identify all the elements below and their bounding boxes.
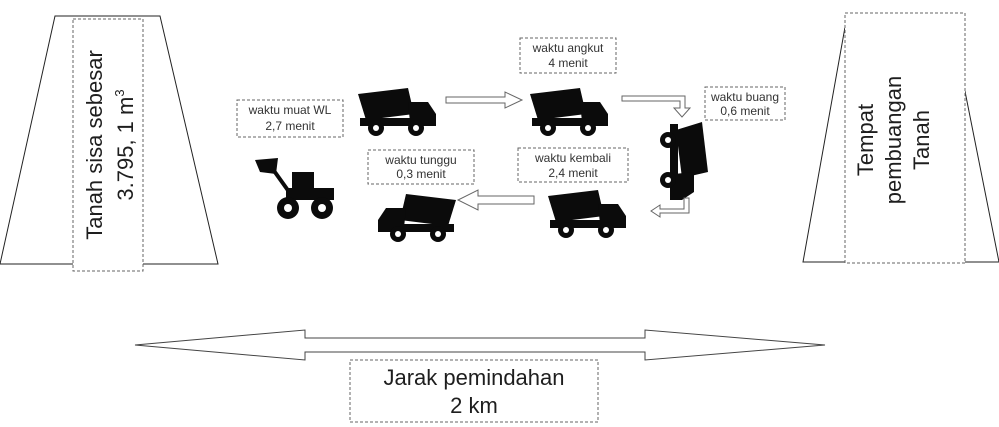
distance-label: Jarak pemindahan 2 km xyxy=(349,359,599,423)
dump-site-label-line2: pembuangan xyxy=(881,76,906,204)
return-time-label: waktu kembali 2,4 menit xyxy=(517,147,629,183)
from-dump-arrow xyxy=(650,197,690,218)
source-soil-pile: Tanah sisa sebesar 3.795, 1 m3 xyxy=(0,15,219,272)
wait-time-value: 0,3 menit xyxy=(396,167,446,181)
haul-time-value: 4 menit xyxy=(548,56,588,70)
return-time-title: waktu kembali xyxy=(534,151,611,165)
dump-time-value: 0,6 menit xyxy=(720,104,770,118)
distance-arrow xyxy=(134,329,826,361)
dump-truck-icon xyxy=(358,88,436,136)
haul-arrow xyxy=(445,91,524,109)
dump-time-title: waktu buang xyxy=(710,90,779,104)
load-time-label: waktu muat WL 2,7 menit xyxy=(236,99,344,138)
dump-truck-icon xyxy=(530,88,608,136)
source-pile-label-line1: Tanah sisa sebesar xyxy=(82,50,107,240)
wheel-loader-icon xyxy=(255,158,334,219)
distance-value: 2 km xyxy=(450,393,498,418)
return-time-value: 2,4 menit xyxy=(548,166,598,180)
return-arrow xyxy=(456,189,535,211)
dump-truck-icon xyxy=(660,122,708,200)
dump-time-label: waktu buang 0,6 menit xyxy=(704,86,786,121)
source-pile-label-line2: 3.795, 1 m3 xyxy=(112,89,138,200)
dump-site-label-line3: Tanah xyxy=(909,110,934,170)
dump-truck-icon xyxy=(378,194,456,242)
wait-time-label: waktu tunggu 0,3 menit xyxy=(367,149,475,185)
source-pile-label-box xyxy=(72,18,144,272)
haul-time-title: waktu angkut xyxy=(532,41,604,55)
distance-title: Jarak pemindahan xyxy=(383,365,564,390)
load-time-value: 2,7 menit xyxy=(265,119,315,133)
haul-time-label: waktu angkut 4 menit xyxy=(519,37,617,74)
load-time-title: waktu muat WL xyxy=(248,103,332,117)
wait-time-title: waktu tunggu xyxy=(384,153,456,167)
dump-truck-icon xyxy=(548,190,626,238)
dump-site-label-line1: Tempat xyxy=(853,104,878,176)
dump-site-label-box xyxy=(844,12,966,264)
dump-site: Tempat pembuangan Tanah xyxy=(802,12,999,264)
to-dump-arrow xyxy=(621,95,692,118)
